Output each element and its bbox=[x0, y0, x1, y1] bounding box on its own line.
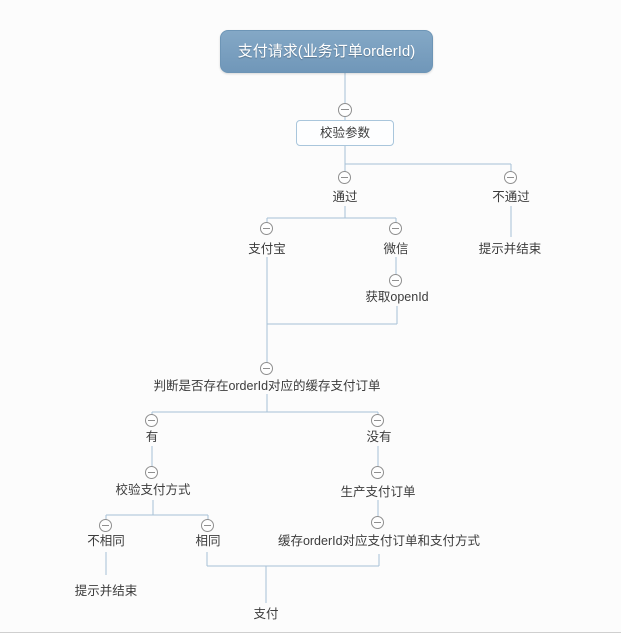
node-create-pay-order[interactable]: 生产支付订单 bbox=[340, 485, 416, 499]
collapse-minus-icon[interactable] bbox=[371, 466, 384, 479]
collapse-minus-icon[interactable] bbox=[145, 414, 158, 427]
node-wechat[interactable]: 微信 bbox=[383, 242, 409, 256]
minus-glyph bbox=[374, 521, 381, 523]
node-fail-prompt-end[interactable]: 提示并结束 bbox=[478, 242, 542, 256]
collapse-minus-icon[interactable] bbox=[338, 171, 351, 184]
node-pass[interactable]: 通过 bbox=[332, 190, 358, 204]
collapse-minus-icon[interactable] bbox=[371, 516, 384, 529]
node-not-same[interactable]: 不相同 bbox=[87, 534, 125, 548]
node-check-cached-order[interactable]: 判断是否存在orderId对应的缓存支付订单 bbox=[153, 379, 381, 393]
minus-glyph bbox=[263, 367, 270, 369]
minus-glyph bbox=[102, 524, 109, 526]
minus-glyph bbox=[148, 419, 155, 421]
collapse-minus-icon[interactable] bbox=[338, 103, 352, 117]
minus-glyph bbox=[341, 176, 348, 178]
node-same[interactable]: 相同 bbox=[195, 534, 221, 548]
collapse-minus-icon[interactable] bbox=[201, 519, 214, 532]
node-get-openid[interactable]: 获取openId bbox=[365, 290, 429, 304]
node-verify-pay-method[interactable]: 校验支付方式 bbox=[115, 483, 191, 497]
collapse-minus-icon[interactable] bbox=[145, 466, 158, 479]
minus-glyph bbox=[204, 524, 211, 526]
minus-glyph bbox=[392, 227, 399, 229]
minus-glyph bbox=[507, 176, 514, 178]
collapse-minus-icon[interactable] bbox=[260, 362, 273, 375]
minus-glyph bbox=[341, 109, 349, 110]
minus-glyph bbox=[374, 419, 381, 421]
node-fail[interactable]: 不通过 bbox=[492, 190, 530, 204]
minus-glyph bbox=[148, 471, 155, 473]
collapse-minus-icon[interactable] bbox=[99, 519, 112, 532]
node-cache-order[interactable]: 缓存orderId对应支付订单和支付方式 bbox=[277, 534, 481, 548]
node-alipay[interactable]: 支付宝 bbox=[248, 242, 286, 256]
node-pay[interactable]: 支付 bbox=[253, 607, 279, 621]
collapse-minus-icon[interactable] bbox=[260, 222, 273, 235]
node-has-not[interactable]: 没有 bbox=[366, 430, 392, 444]
collapse-minus-icon[interactable] bbox=[371, 414, 384, 427]
collapse-minus-icon[interactable] bbox=[389, 222, 402, 235]
minus-glyph bbox=[392, 279, 399, 281]
node-validate-params[interactable]: 校验参数 bbox=[296, 120, 394, 146]
node-notsame-prompt-end[interactable]: 提示并结束 bbox=[74, 584, 138, 598]
node-payment-request[interactable]: 支付请求(业务订单orderId) bbox=[220, 30, 433, 73]
minus-glyph bbox=[263, 227, 270, 229]
node-has[interactable]: 有 bbox=[145, 430, 159, 444]
minus-glyph bbox=[374, 471, 381, 473]
collapse-minus-icon[interactable] bbox=[389, 274, 402, 287]
collapse-minus-icon[interactable] bbox=[504, 171, 517, 184]
